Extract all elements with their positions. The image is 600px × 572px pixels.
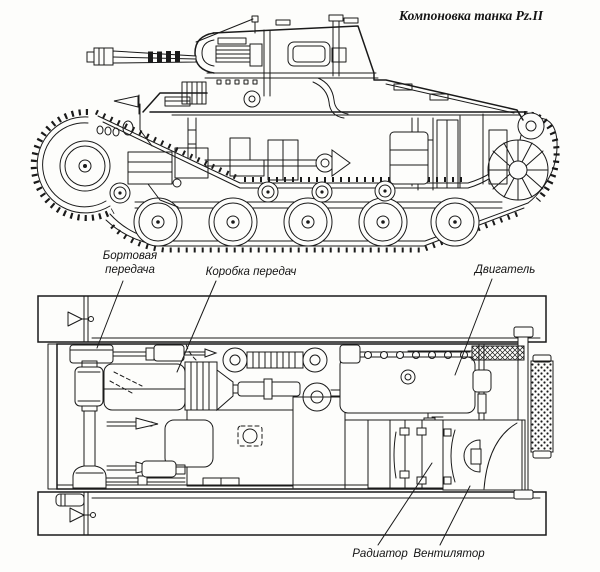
gun-barrel [86, 47, 197, 66]
leader-final-drive [96, 280, 124, 349]
final-drive [69, 344, 218, 364]
label-radiator: Радиатор [352, 548, 408, 560]
front-track-horseshoe [30, 108, 115, 221]
track-band-bottom [37, 491, 547, 536]
fan [442, 419, 526, 491]
rear-idler [487, 112, 549, 201]
engine-block [339, 351, 476, 424]
accessory-box [339, 344, 361, 364]
label-gearbox: Коробка передач [206, 266, 297, 278]
plan-view [37, 295, 554, 536]
traverse-handwheel [243, 90, 261, 108]
leader-gearbox [176, 280, 217, 373]
turret [194, 14, 379, 108]
leader-engine [454, 278, 493, 376]
traverse-column [263, 29, 271, 97]
vent-rod [328, 14, 344, 77]
return-roller [374, 180, 396, 202]
label-final-drive-line2: передача [105, 264, 155, 276]
radiator [367, 419, 444, 489]
hull-outline [96, 72, 528, 147]
side-view-cutaway [30, 14, 560, 253]
return-roller [311, 181, 333, 203]
drive-sprocket [59, 140, 111, 192]
fire-extinguisher [55, 493, 85, 507]
road-wheel [283, 197, 333, 247]
label-fan: Вентилятор [413, 548, 485, 560]
belt-drive [222, 347, 328, 373]
brake-drum-and-shaft [72, 360, 186, 489]
annotations: Компоновка танка Pz.II Бортовая передача… [96, 8, 544, 560]
road-wheel [208, 197, 258, 247]
road-wheel [430, 197, 480, 247]
gunner-seat [287, 41, 331, 67]
pennant-flag [113, 94, 140, 115]
leader-fan [439, 485, 471, 546]
right-bulkhead [472, 344, 492, 421]
idler-spokes [487, 139, 549, 201]
gun-breech [215, 37, 263, 67]
return-roller [109, 182, 131, 204]
leader-radiator [377, 462, 433, 546]
road-wheel [358, 197, 408, 247]
engine-bay-side [389, 83, 508, 191]
track-band-top [37, 295, 547, 343]
horn-icon [69, 507, 96, 523]
label-engine: Двигатель [473, 264, 536, 276]
stowage [106, 417, 214, 478]
figure-title: Компоновка танка Pz.II [398, 8, 544, 23]
antenna-mast [195, 15, 259, 43]
muffler [530, 354, 554, 459]
return-roller [257, 181, 279, 203]
gearbox [103, 343, 255, 412]
label-final-drive-line1: Бортовая [103, 250, 157, 262]
horn-icon [67, 311, 94, 327]
return-rollers [109, 180, 396, 204]
starter-shaft [407, 345, 525, 361]
interior-machinery [127, 77, 351, 208]
idler-bracket [513, 326, 534, 500]
road-wheels [133, 197, 480, 247]
road-wheel [133, 197, 183, 247]
